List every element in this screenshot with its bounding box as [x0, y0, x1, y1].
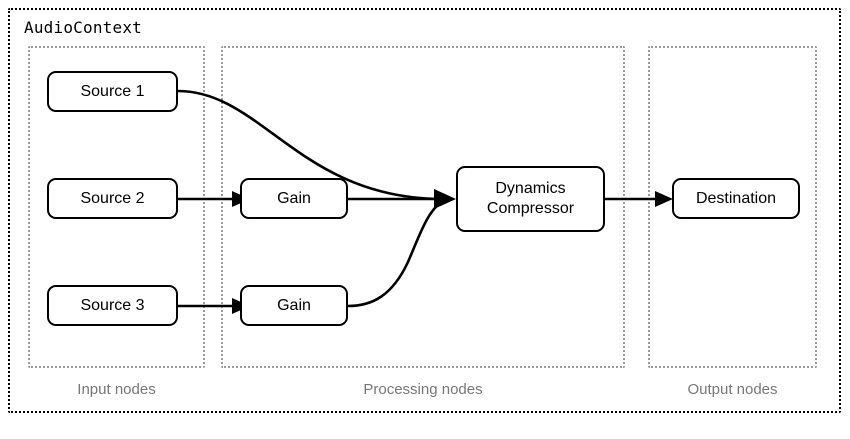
node-source1-label: Source 1	[80, 82, 145, 100]
node-destination-label: Destination	[695, 189, 777, 207]
group-output-nodes	[648, 46, 817, 368]
group-label-input-nodes: Input nodes	[77, 381, 156, 398]
node-source3[interactable]: Source 3	[47, 285, 178, 326]
node-dynamics-compressor-label: Dynamics Compressor	[486, 180, 575, 217]
node-source3-label: Source 3	[80, 296, 145, 314]
node-source1[interactable]: Source 1	[47, 71, 178, 112]
node-gain-2[interactable]: Gain	[240, 285, 348, 326]
group-label-processing-nodes: Processing nodes	[363, 381, 483, 398]
group-processing-nodes	[221, 46, 625, 368]
node-destination[interactable]: Destination	[672, 178, 800, 219]
node-gain-1[interactable]: Gain	[240, 178, 348, 219]
node-source2-label: Source 2	[80, 189, 145, 207]
group-label-output-nodes: Output nodes	[687, 381, 778, 398]
node-gain-1-label: Gain	[277, 189, 311, 207]
node-dynamics-compressor[interactable]: Dynamics Compressor	[456, 166, 605, 232]
group-input-nodes	[28, 46, 205, 368]
audiocontext-title: AudioContext	[24, 18, 142, 37]
node-gain-2-label: Gain	[277, 296, 311, 314]
node-source2[interactable]: Source 2	[47, 178, 178, 219]
audiocontext-container	[8, 8, 841, 413]
